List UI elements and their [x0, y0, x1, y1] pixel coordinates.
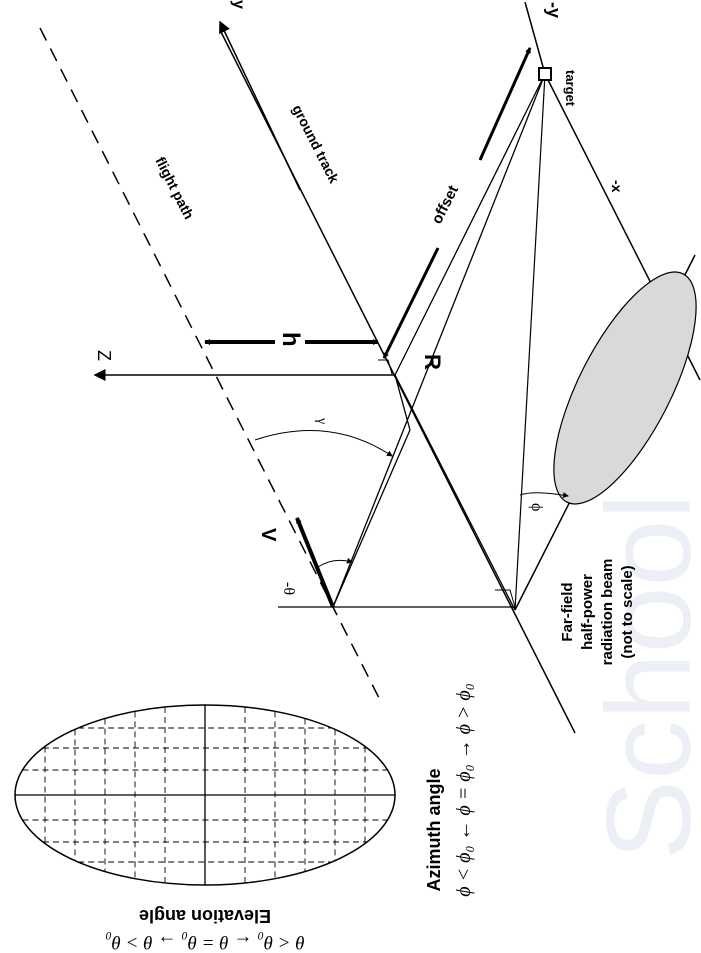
- target-label: target: [563, 70, 578, 107]
- elevation-relation: θ < θ₀ ← θ = θ₀ → θ > θ₀: [105, 931, 305, 952]
- slant-range-line: [332, 73, 546, 608]
- target-marker: [538, 67, 552, 81]
- neg-y-axis-line: [524, 1, 546, 75]
- boresight-line: [514, 73, 546, 611]
- aircraft-nadir-line-2: [394, 374, 411, 431]
- beam-caption-line2: half-power: [579, 574, 596, 650]
- flight-path-label: flight path: [152, 154, 197, 222]
- aircraft-nadir-line: [332, 429, 411, 608]
- neg-x-axis-label: -x: [609, 180, 625, 193]
- right-angle-beam: [495, 589, 516, 608]
- radiation-beam-ellipse: [553, 271, 697, 505]
- azimuth-relation-group: ϕ < ϕ₀ ← ϕ = ϕ₀ → ϕ > ϕ₀: [453, 683, 475, 897]
- azimuth-caption: Azimuth angle: [424, 768, 444, 891]
- offset-label: offset: [428, 183, 462, 227]
- velocity-label: V: [257, 528, 279, 542]
- theta-arc: [317, 557, 353, 568]
- elevation-title: Elevation angle: [139, 906, 271, 926]
- azimuth-title: Azimuth angle: [424, 768, 444, 891]
- cross-line: [394, 374, 516, 611]
- gamma-arc: [254, 430, 393, 457]
- neg-y-axis-label: -y: [544, 2, 564, 18]
- slant-range-label: R: [420, 354, 445, 370]
- phi-arc: [519, 492, 569, 499]
- azimuth-relation: ϕ < ϕ₀ ← ϕ = ϕ₀ → ϕ > ϕ₀: [453, 683, 475, 897]
- ground-track-label: ground track: [289, 102, 342, 186]
- beam-caption-line4: (not to scale): [619, 565, 636, 658]
- offset-arrow-down: [382, 247, 440, 359]
- theta-label: -θ: [280, 582, 297, 595]
- nadir-target-line: [394, 73, 546, 376]
- z-axis-label: Z: [94, 350, 114, 361]
- watermark-text: School: [582, 493, 701, 860]
- h-label: h: [277, 332, 304, 347]
- phi-label: ϕ: [528, 503, 545, 511]
- beam-caption-line3: radiation beam: [599, 559, 616, 666]
- y-axis-arrow: [219, 20, 301, 191]
- elevation-caption: Elevation angle: [139, 906, 271, 926]
- beam-caption-line1: Far-field: [559, 582, 576, 641]
- offset-arrow-up: [478, 47, 532, 161]
- velocity-arrow: [295, 517, 335, 608]
- elevation-grid-lines: [15, 705, 395, 885]
- elevation-relation-group: θ < θ₀ ← θ = θ₀ → θ > θ₀: [105, 931, 305, 952]
- elevation-grid: [14, 704, 396, 886]
- y-axis-label: y: [230, 0, 247, 9]
- beam-caption: Far-field half-power radiation beam (not…: [559, 559, 636, 666]
- right-angle-nadir: [378, 359, 393, 375]
- gamma-label: γ: [314, 417, 329, 424]
